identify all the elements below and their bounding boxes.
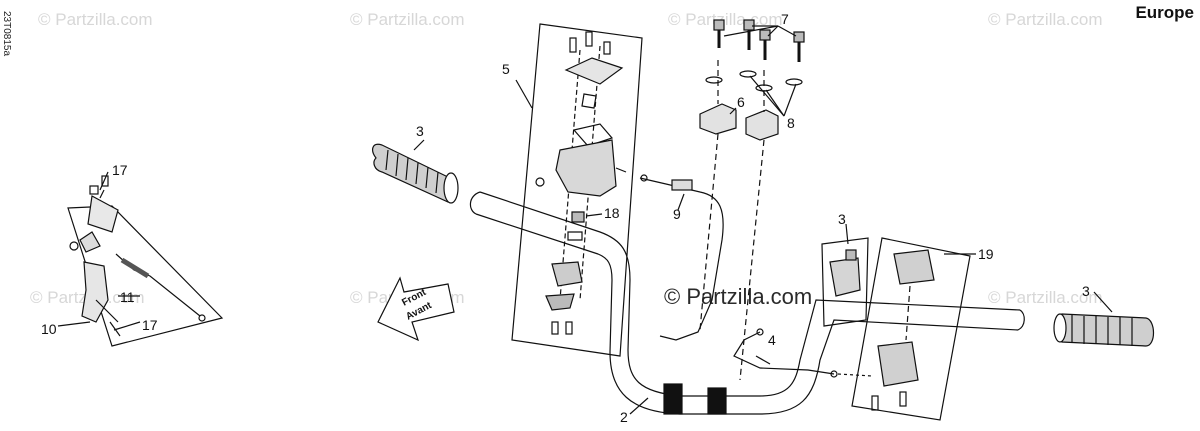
watermark: © Partzilla.com xyxy=(38,10,153,29)
part-4-cable xyxy=(733,328,873,378)
callout-8: 8 xyxy=(787,115,795,131)
front-arrow xyxy=(377,276,455,342)
watermark: © Partzilla.com xyxy=(350,10,465,29)
callout-3: 3 xyxy=(416,123,424,139)
watermark-main: © Partzilla.com xyxy=(664,284,813,309)
region-label: Europe xyxy=(1135,3,1194,22)
part-5-master-cylinder xyxy=(535,31,627,335)
callout-3: 3 xyxy=(1082,283,1090,299)
callout-17: 17 xyxy=(112,162,128,178)
watermark: © Partzilla.com xyxy=(988,10,1103,29)
part-3-right-grip xyxy=(1053,313,1155,347)
callout-2: 2 xyxy=(620,409,628,425)
callout-6: 6 xyxy=(737,94,745,110)
group-outline-5 xyxy=(511,23,643,357)
callout-19: 19 xyxy=(978,246,994,262)
callout-18: 18 xyxy=(604,205,620,221)
callout-10: 10 xyxy=(41,321,57,337)
part-10-bracket xyxy=(69,175,121,337)
callout-7: 7 xyxy=(781,11,789,27)
part-9-cable xyxy=(639,174,724,341)
callout-11: 11 xyxy=(120,289,135,305)
group-outline-19 xyxy=(851,237,971,421)
watermark: © Partzilla.com xyxy=(988,288,1103,307)
callout-9: 9 xyxy=(673,206,681,222)
callout-4: 4 xyxy=(768,332,776,348)
part-3-switch xyxy=(829,249,861,297)
callout-5: 5 xyxy=(502,61,510,77)
part-11-cable xyxy=(115,253,206,322)
part-3-left-grip xyxy=(372,143,459,204)
part-2-handlebar xyxy=(469,191,1025,415)
part-7-bolts xyxy=(713,19,805,62)
group-outline-3 xyxy=(821,237,869,327)
part-8-washers xyxy=(705,70,803,92)
part-19-right-control xyxy=(871,249,935,411)
callout-3: 3 xyxy=(838,211,846,227)
callout-17: 17 xyxy=(142,317,158,333)
